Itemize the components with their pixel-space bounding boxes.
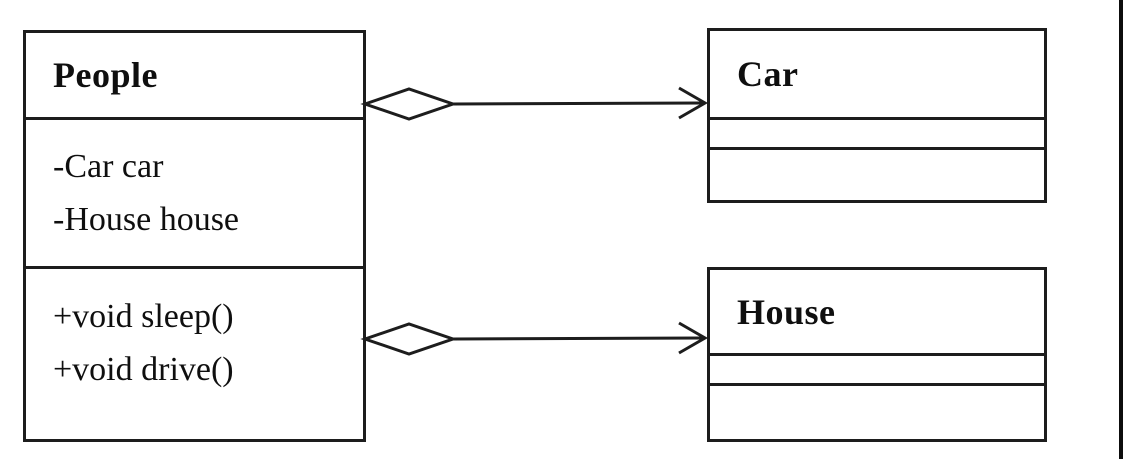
- association-line: [452, 336, 705, 341]
- methods-compartment-car: [710, 147, 1044, 200]
- attributes-compartment-people: -Car car -House house: [26, 117, 363, 266]
- aggregation-diamond-icon: [360, 322, 458, 356]
- open-arrowhead-icon: [678, 86, 709, 120]
- class-name-car: Car: [737, 54, 799, 94]
- aggregation-connector-people-house: [360, 321, 709, 356]
- class-name-house: House: [737, 291, 836, 332]
- method-item: +void drive(): [53, 351, 234, 388]
- class-box-people: People -Car car -House house +void sleep…: [23, 30, 366, 442]
- aggregation-connector-people-car: [360, 86, 709, 121]
- class-box-car: Car: [707, 28, 1047, 203]
- page-edge-line: [1119, 0, 1123, 459]
- class-header-house: House: [710, 270, 1044, 353]
- association-line: [452, 101, 705, 106]
- class-box-house: House: [707, 267, 1047, 442]
- attributes-compartment-car: [710, 117, 1044, 147]
- attribute-item: -House house: [53, 201, 240, 238]
- class-name-people: People: [53, 55, 158, 95]
- class-header-car: Car: [710, 31, 1044, 117]
- aggregation-diamond-icon: [360, 87, 458, 121]
- methods-compartment-house: [710, 383, 1044, 439]
- attributes-compartment-house: [710, 353, 1044, 383]
- methods-compartment-people: +void sleep() +void drive(): [26, 266, 363, 439]
- class-header-people: People: [26, 33, 363, 117]
- attribute-item: -Car car: [53, 148, 164, 185]
- open-arrowhead-icon: [678, 321, 709, 355]
- method-item: +void sleep(): [53, 298, 234, 335]
